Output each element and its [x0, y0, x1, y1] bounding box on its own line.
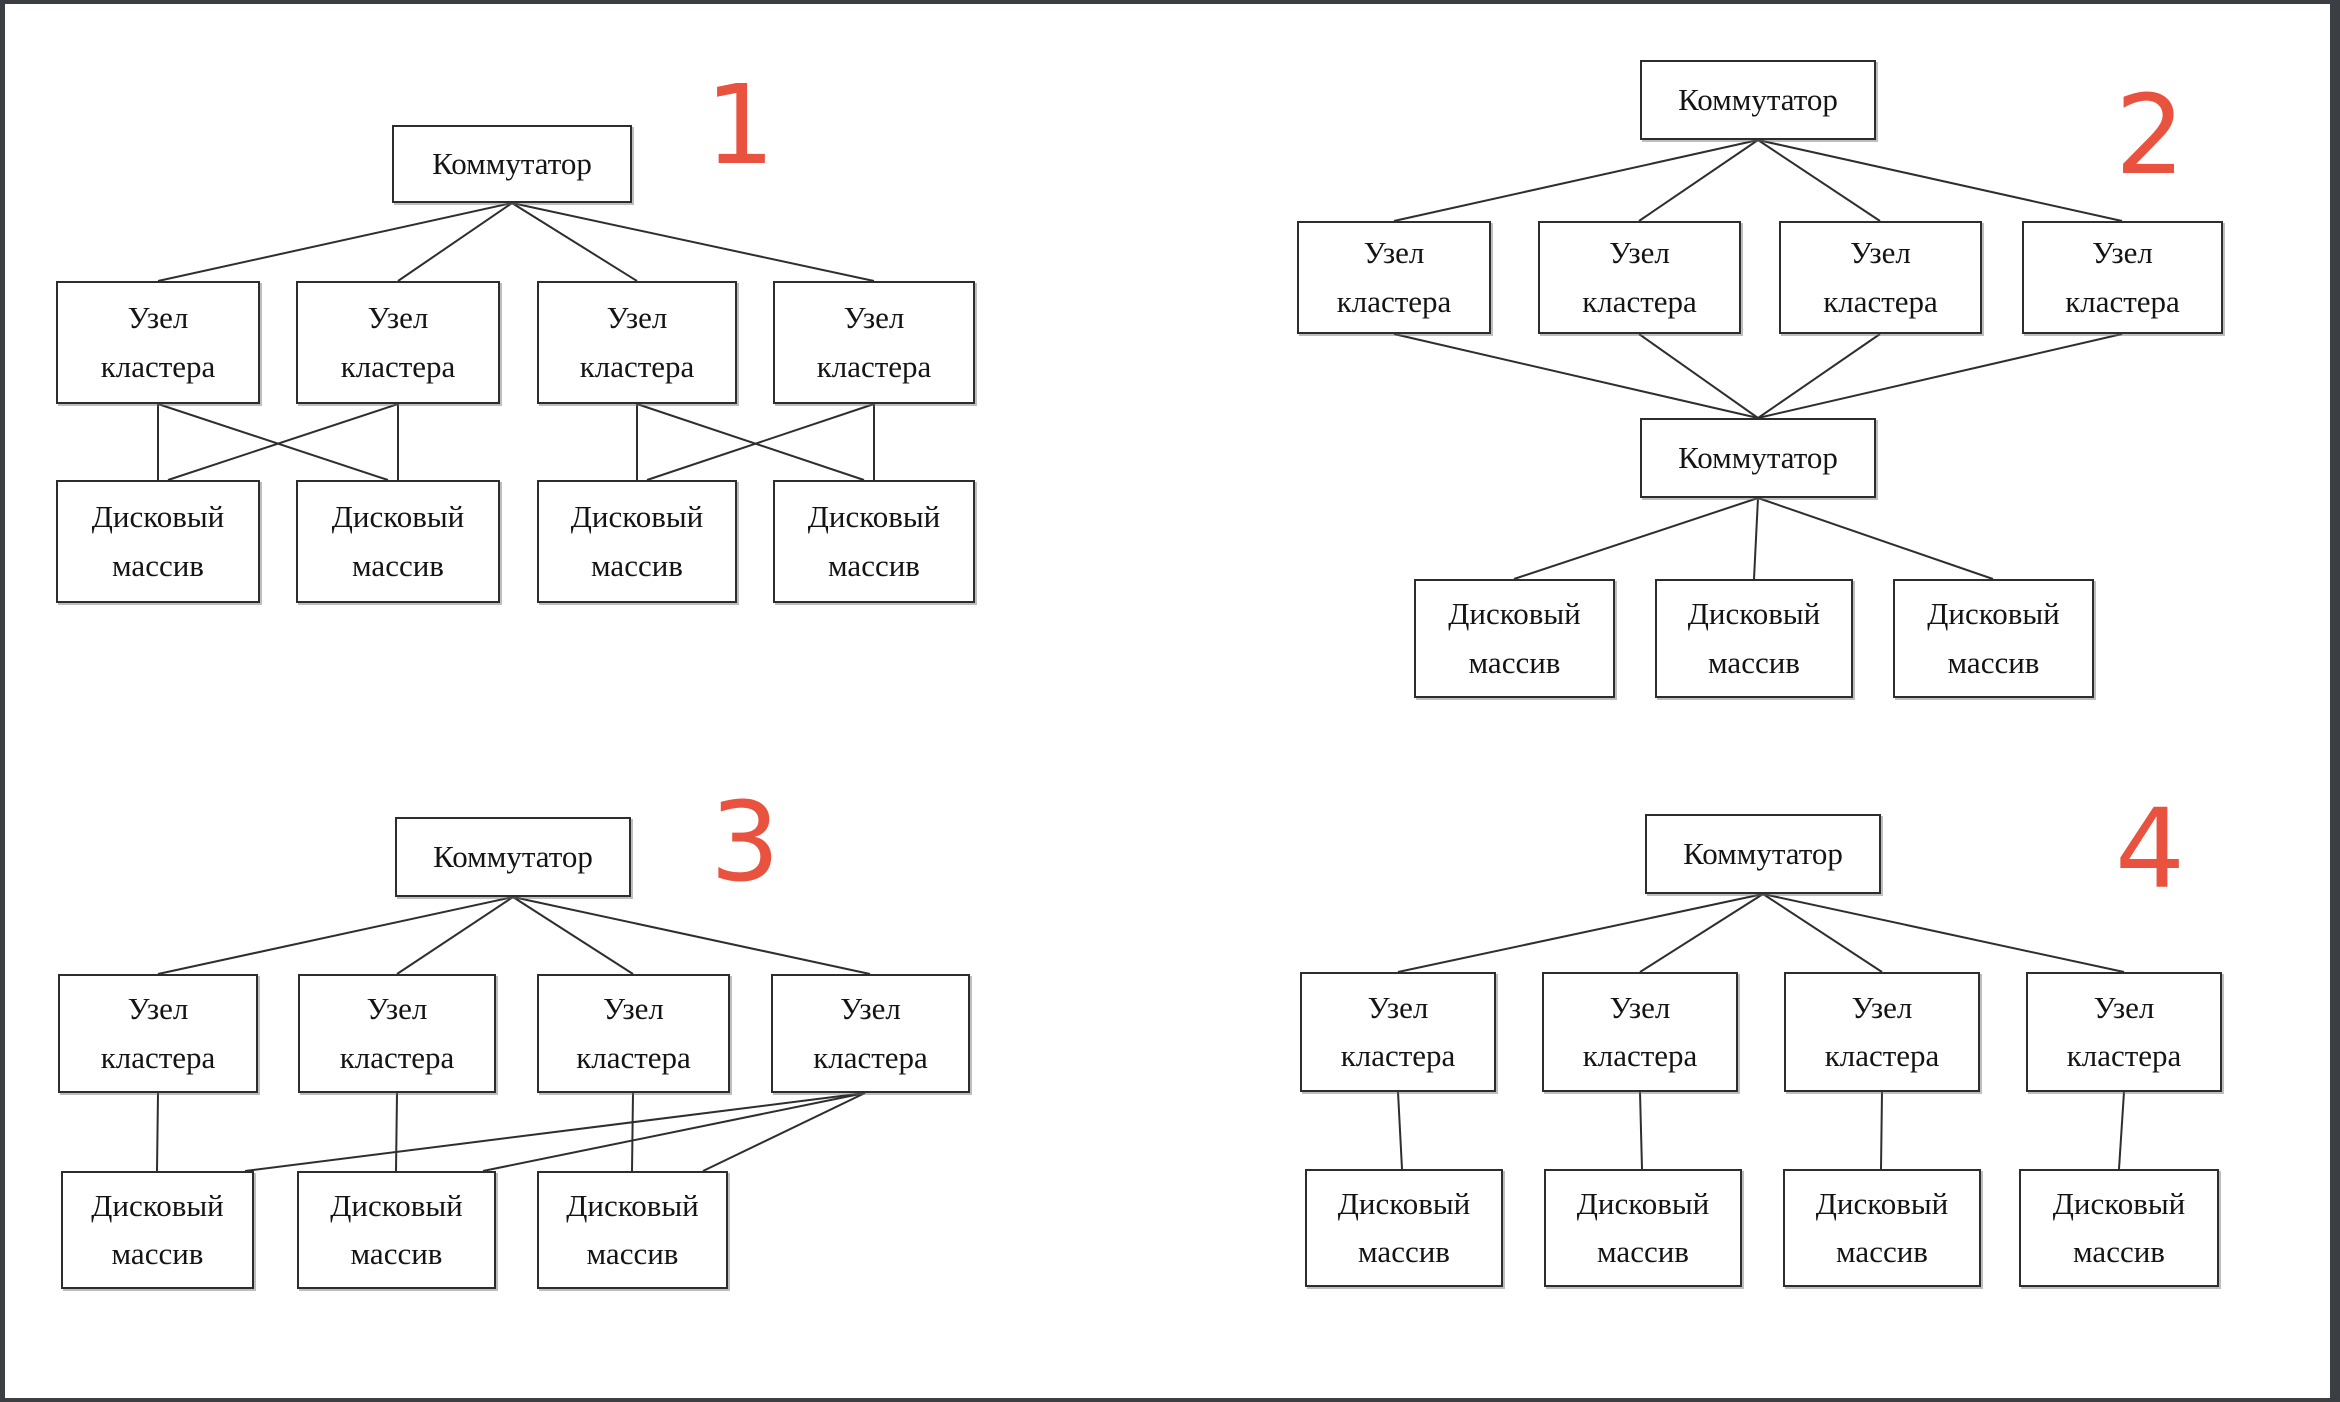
diagram-3-number: 3 — [710, 778, 780, 906]
cluster-node-box: Узел кластера — [296, 281, 500, 404]
cluster-node-box: Узел кластера — [771, 974, 970, 1093]
switch-label: Коммутатор — [433, 838, 593, 874]
cluster-node-box: Узел кластера — [1784, 972, 1980, 1092]
disk-array-label: Дисковый массив — [1927, 596, 2060, 680]
cluster-node-box: Узел кластера — [298, 974, 496, 1093]
disk-array-label: Дисковый массив — [330, 1187, 463, 1271]
disk-array-box: Дисковый массив — [56, 480, 260, 603]
cluster-node-label: Узел кластера — [1582, 989, 1698, 1073]
switch-box: Коммутатор — [392, 125, 632, 203]
disk-array-label: Дисковый массив — [2052, 1185, 2186, 1269]
disk-array-box: Дисковый массив — [537, 480, 737, 603]
cluster-node-label: Узел кластера — [2065, 235, 2180, 319]
disk-array-label: Дисковый массив — [1448, 596, 1581, 680]
cluster-node-label: Узел кластера — [579, 300, 695, 384]
disk-array-box: Дисковый массив — [61, 1171, 254, 1289]
cluster-node-label: Узел кластера — [576, 991, 691, 1075]
disk-array-label: Дисковый массив — [807, 499, 941, 583]
disk-array-box: Дисковый массив — [1893, 579, 2094, 698]
disk-array-label: Дисковый массив — [1337, 1185, 1471, 1269]
disk-array-label: Дисковый массив — [1815, 1185, 1949, 1269]
cluster-node-box: Узел кластера — [56, 281, 260, 404]
cluster-node-box: Узел кластера — [1300, 972, 1496, 1092]
cluster-node-label: Узел кластера — [816, 300, 932, 384]
cluster-node-label: Узел кластера — [813, 991, 928, 1075]
disk-array-label: Дисковый массив — [566, 1187, 699, 1271]
cluster-node-label: Узел кластера — [340, 300, 456, 384]
switch-label: Коммутатор — [1683, 835, 1843, 871]
switch-box: Коммутатор — [1640, 418, 1876, 498]
cluster-node-label: Узел кластера — [100, 991, 216, 1075]
cluster-node-label: Узел кластера — [1823, 235, 1938, 319]
disk-array-label: Дисковый массив — [91, 1187, 224, 1271]
cluster-node-box: Узел кластера — [58, 974, 258, 1093]
disk-array-label: Дисковый массив — [570, 499, 704, 583]
cluster-node-label: Узел кластера — [1340, 989, 1456, 1073]
cluster-node-label: Узел кластера — [1582, 235, 1697, 319]
disk-array-box: Дисковый массив — [1783, 1169, 1981, 1287]
switch-label: Коммутатор — [432, 145, 592, 181]
disk-array-box: Дисковый массив — [2019, 1169, 2219, 1287]
cluster-node-box: Узел кластера — [1542, 972, 1738, 1092]
cluster-node-box: Узел кластера — [1779, 221, 1982, 334]
cluster-node-box: Узел кластера — [1297, 221, 1491, 334]
switch-box: Коммутатор — [1645, 814, 1881, 894]
disk-array-label: Дисковый массив — [1576, 1185, 1710, 1269]
disk-array-box: Дисковый массив — [537, 1171, 728, 1289]
switch-box: Коммутатор — [1640, 60, 1876, 140]
switch-label: Коммутатор — [1678, 439, 1838, 475]
disk-array-box: Дисковый массив — [297, 1171, 496, 1289]
disk-array-label: Дисковый массив — [1687, 596, 1821, 680]
disk-array-box: Дисковый массив — [773, 480, 975, 603]
cluster-node-box: Узел кластера — [2026, 972, 2222, 1092]
cluster-node-box: Узел кластера — [1538, 221, 1741, 334]
disk-array-box: Дисковый массив — [296, 480, 500, 603]
disk-array-box: Дисковый массив — [1544, 1169, 1742, 1287]
disk-array-box: Дисковый массив — [1305, 1169, 1503, 1287]
cluster-node-label: Узел кластера — [1336, 235, 1452, 319]
cluster-node-label: Узел кластера — [339, 991, 455, 1075]
cluster-node-box: Узел кластера — [537, 974, 730, 1093]
diagram-2-number: 2 — [2115, 71, 2185, 199]
cluster-node-label: Узел кластера — [2066, 989, 2182, 1073]
switch-label: Коммутатор — [1678, 81, 1838, 117]
cluster-node-label: Узел кластера — [1824, 989, 1940, 1073]
cluster-node-label: Узел кластера — [100, 300, 216, 384]
cluster-node-box: Узел кластера — [2022, 221, 2223, 334]
disk-array-box: Дисковый массив — [1414, 579, 1615, 698]
diagram-4-number: 4 — [2115, 785, 2185, 913]
cluster-node-box: Узел кластера — [773, 281, 975, 404]
disk-array-label: Дисковый массив — [331, 499, 465, 583]
disk-array-box: Дисковый массив — [1655, 579, 1853, 698]
diagram-1-number: 1 — [705, 61, 775, 189]
disk-array-label: Дисковый массив — [91, 499, 225, 583]
cluster-node-box: Узел кластера — [537, 281, 737, 404]
switch-box: Коммутатор — [395, 817, 631, 897]
